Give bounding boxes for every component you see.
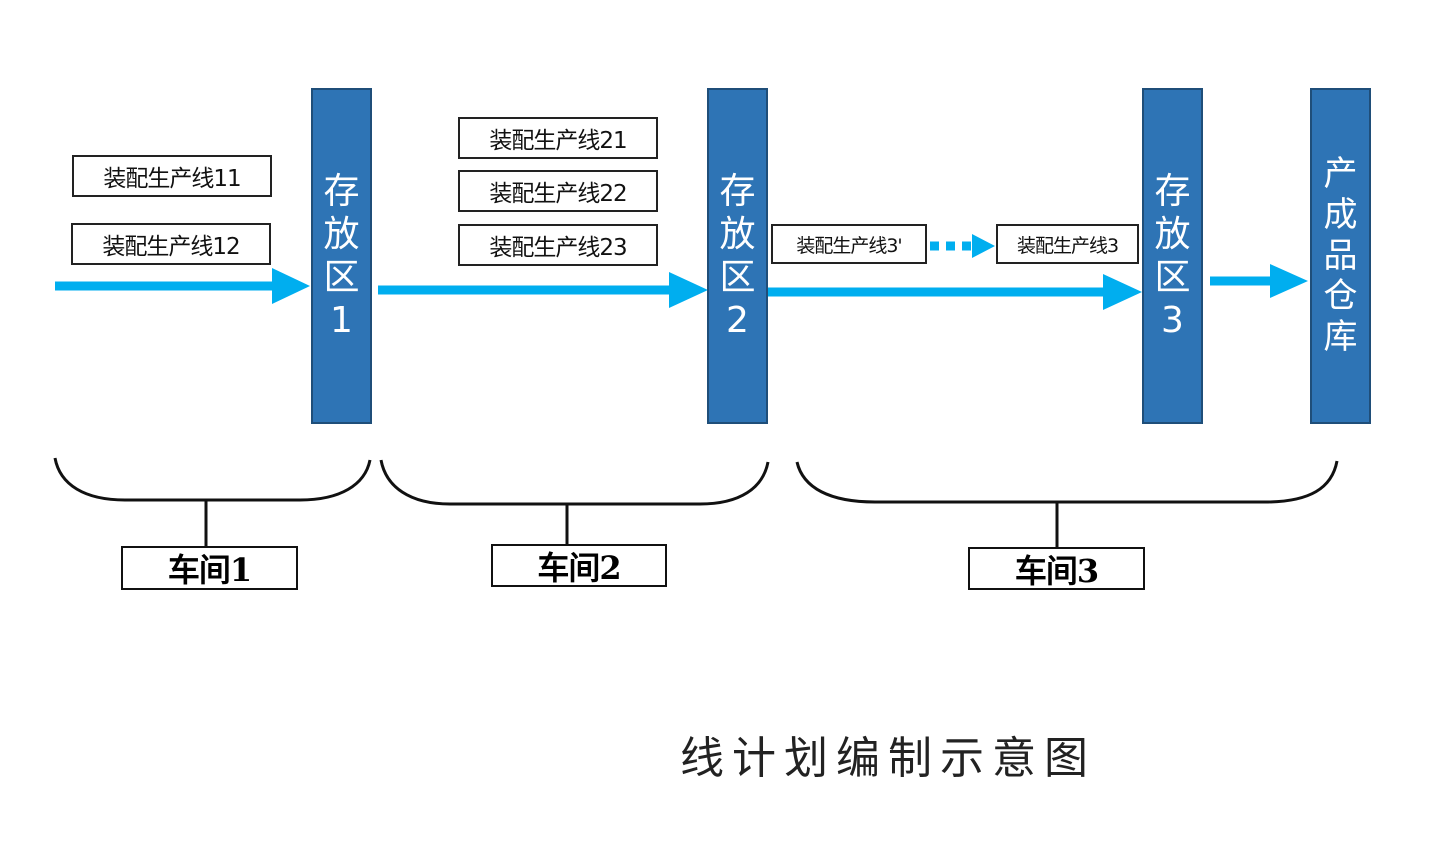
brace-workshop3: [795, 460, 1339, 548]
storage-area-3: 存 放 区 3: [1142, 88, 1203, 424]
flow-arrow-1: [55, 268, 310, 304]
storage-1-char-1: 存: [323, 170, 360, 212]
flow-arrow-3: [768, 274, 1142, 310]
brace-workshop1: [53, 457, 372, 546]
production-line-3: 装配生产线3: [996, 224, 1139, 264]
production-line-12: 装配生产线12: [71, 223, 271, 265]
storage-3-char-3: 区: [1154, 257, 1191, 298]
diagram-caption: 线计划编制示意图: [680, 733, 1096, 784]
storage-3-char-2: 放: [1154, 213, 1191, 255]
workshop-2-label: 车间2: [491, 544, 667, 587]
warehouse-char-3: 品: [1323, 235, 1358, 276]
production-line-22: 装配生产线22: [458, 170, 658, 212]
flow-arrow-2: [378, 272, 708, 308]
production-line-11: 装配生产线11: [72, 155, 272, 197]
storage-2-char-3: 区: [719, 257, 756, 298]
storage-2-char-4: 2: [726, 300, 749, 342]
flow-arrow-4: [1210, 264, 1308, 298]
warehouse-char-5: 库: [1323, 317, 1358, 358]
storage-2-char-1: 存: [719, 170, 756, 212]
warehouse-char-2: 成: [1323, 194, 1358, 235]
storage-1-char-2: 放: [323, 213, 360, 255]
finished-goods-warehouse: 产 成 品 仓 库: [1310, 88, 1371, 424]
production-line-23: 装配生产线23: [458, 224, 658, 266]
storage-area-2: 存 放 区 2: [707, 88, 768, 424]
storage-area-1: 存 放 区 1: [311, 88, 372, 424]
storage-1-char-4: 1: [330, 300, 353, 342]
dashed-arrow: [930, 234, 995, 258]
production-line-21: 装配生产线21: [458, 117, 658, 159]
warehouse-char-4: 仓: [1323, 276, 1358, 317]
brace-workshop2: [379, 459, 770, 546]
storage-1-char-3: 区: [323, 257, 360, 298]
storage-3-char-1: 存: [1154, 170, 1191, 212]
warehouse-char-1: 产: [1323, 154, 1358, 194]
storage-3-char-4: 3: [1161, 300, 1184, 342]
workshop-1-label: 车间1: [121, 546, 298, 590]
production-line-3-prime: 装配生产线3': [771, 224, 927, 264]
workshop-3-label: 车间3: [968, 547, 1145, 590]
storage-2-char-2: 放: [719, 213, 756, 255]
